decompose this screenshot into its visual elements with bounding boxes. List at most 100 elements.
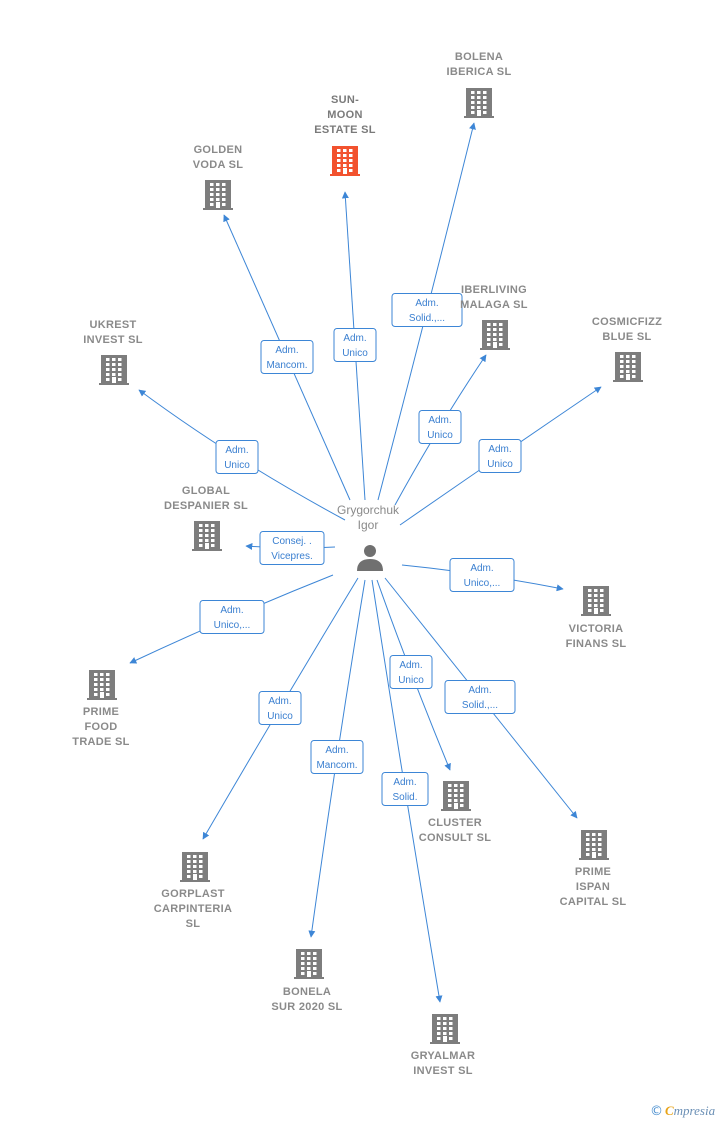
company-node-cluster-consult[interactable]: CLUSTER CONSULT SL bbox=[419, 781, 491, 844]
building-icon[interactable] bbox=[480, 320, 510, 350]
role-text: Adm. bbox=[220, 605, 243, 616]
person-name: Igor bbox=[358, 518, 379, 532]
company-label: CARPINTERIA bbox=[154, 903, 232, 915]
role-box-cluster-consult[interactable]: Adm.Unico bbox=[389, 655, 433, 689]
role-text: Adm. bbox=[275, 345, 298, 356]
company-label: CONSULT SL bbox=[419, 832, 491, 844]
role-text: Unico bbox=[398, 675, 424, 686]
company-label: CAPITAL SL bbox=[560, 896, 627, 908]
role-box-global-despanier[interactable]: Consej. . Vicepres. bbox=[259, 531, 325, 565]
role-box-prime-ispan-capital[interactable]: Adm. Solid.,... bbox=[444, 680, 516, 714]
role-text: Mancom. bbox=[316, 760, 357, 771]
empresia-brand: ©Cmpresia bbox=[650, 1103, 715, 1119]
role-box-sun-moon-estate[interactable]: Adm.Unico bbox=[333, 328, 377, 362]
company-label: PRIME bbox=[83, 706, 119, 718]
company-label: VODA SL bbox=[193, 159, 244, 171]
role-text: Unico,... bbox=[464, 578, 501, 589]
company-label: GRYALMAR bbox=[411, 1050, 476, 1062]
building-icon[interactable] bbox=[613, 352, 643, 382]
role-text: Adm. bbox=[470, 563, 493, 574]
company-label: FINANS SL bbox=[566, 638, 627, 650]
company-label: TRADE SL bbox=[72, 736, 129, 748]
building-icon[interactable] bbox=[87, 670, 117, 700]
building-icon[interactable] bbox=[430, 1014, 460, 1044]
role-box-victoria-finans[interactable]: Adm. Unico,... bbox=[449, 558, 515, 592]
person-icon bbox=[357, 545, 383, 571]
role-text: Adm. bbox=[488, 444, 511, 455]
role-text: Unico bbox=[267, 711, 293, 722]
role-text: Consej. . bbox=[272, 536, 311, 547]
building-icon[interactable] bbox=[294, 949, 324, 979]
company-label: SUR 2020 SL bbox=[271, 1001, 342, 1013]
role-text: Adm. bbox=[468, 685, 491, 696]
role-box-bonela-sur-2020[interactable]: Adm. Mancom. bbox=[310, 740, 364, 774]
role-box-bolena-iberica[interactable]: Adm. Solid.,... bbox=[391, 293, 463, 327]
company-label: VICTORIA bbox=[569, 623, 624, 635]
role-box-ukrest-invest[interactable]: Adm. Unico bbox=[215, 440, 259, 474]
role-box-golden-voda[interactable]: Adm. Mancom. bbox=[260, 340, 314, 374]
building-icon[interactable] bbox=[192, 521, 222, 551]
role-text: Unico,... bbox=[214, 620, 251, 631]
role-text: Adm. bbox=[415, 298, 438, 309]
building-icon[interactable] bbox=[180, 852, 210, 882]
building-icon[interactable] bbox=[464, 88, 494, 118]
role-box-cosmicfizz-blue[interactable]: Adm. Unico bbox=[478, 439, 522, 473]
company-label: GORPLAST bbox=[161, 888, 225, 900]
company-label: INVEST SL bbox=[83, 334, 143, 346]
role-box-prime-food-trade[interactable]: Adm. Unico,... bbox=[199, 600, 265, 634]
building-icon[interactable] bbox=[579, 830, 609, 860]
role-text: Mancom. bbox=[266, 360, 307, 371]
company-label: BLUE SL bbox=[602, 331, 651, 343]
company-label: DESPANIER SL bbox=[164, 500, 248, 512]
role-text: Solid.,... bbox=[409, 313, 445, 324]
role-text: Unico bbox=[224, 460, 250, 471]
company-node-bolena-iberica[interactable]: BOLENA IBERICA SL bbox=[447, 51, 512, 118]
role-text: Solid.,... bbox=[462, 700, 498, 711]
role-text: Adm. bbox=[268, 696, 291, 707]
building-icon[interactable] bbox=[203, 180, 233, 210]
company-label: PRIME bbox=[575, 866, 611, 878]
company-label: BONELA bbox=[283, 986, 331, 998]
company-label: IBERLIVING bbox=[461, 284, 527, 296]
company-node-iberliving-malaga[interactable]: IBERLIVING MALAGA SL bbox=[460, 284, 528, 350]
company-label: CLUSTER bbox=[428, 817, 482, 829]
company-node-golden-voda[interactable]: GOLDEN VODA SL bbox=[193, 144, 244, 210]
company-node-bonela-sur-2020[interactable]: BONELA SUR 2020 SL bbox=[271, 949, 342, 1013]
company-label: UKREST bbox=[89, 319, 136, 331]
role-text: Vicepres. bbox=[271, 551, 313, 562]
role-box-iberliving-malaga[interactable]: Adm.Unico bbox=[418, 410, 462, 444]
company-label: ESTATE SL bbox=[314, 124, 376, 136]
role-text: Adm. bbox=[393, 777, 416, 788]
building-icon[interactable] bbox=[99, 355, 129, 385]
company-node-sun-moon-estate[interactable]: SUN- MOON ESTATE SL bbox=[314, 94, 376, 176]
company-label: SUN- bbox=[331, 94, 359, 106]
role-text: Adm. bbox=[325, 745, 348, 756]
role-text: Unico bbox=[342, 348, 368, 359]
brand-name: mpresia bbox=[673, 1103, 716, 1118]
company-label: MOON bbox=[327, 109, 362, 121]
role-box-gryalmar-invest[interactable]: Adm. Solid. bbox=[381, 772, 429, 806]
company-node-victoria-finans[interactable]: VICTORIA FINANS SL bbox=[566, 586, 627, 650]
company-label: IBERICA SL bbox=[447, 66, 512, 78]
building-icon[interactable] bbox=[330, 146, 360, 176]
company-label: BOLENA bbox=[455, 51, 503, 63]
role-labels: Adm.UnicoAdm.Solid.,...Adm.Mancom.Adm.Un… bbox=[199, 293, 522, 806]
role-box-gorplast-carpinteria[interactable]: Adm. Unico bbox=[258, 691, 302, 725]
company-label: GOLDEN bbox=[194, 144, 243, 156]
role-text: Adm. bbox=[225, 445, 248, 456]
building-icon[interactable] bbox=[441, 781, 471, 811]
person-name: Grygorchuk bbox=[337, 503, 400, 517]
role-text: Solid. bbox=[392, 792, 417, 803]
building-icon[interactable] bbox=[581, 586, 611, 616]
role-text: Unico bbox=[487, 459, 513, 470]
company-node-ukrest-invest[interactable]: UKREST INVEST SL bbox=[83, 319, 143, 385]
company-label: MALAGA SL bbox=[460, 299, 528, 311]
